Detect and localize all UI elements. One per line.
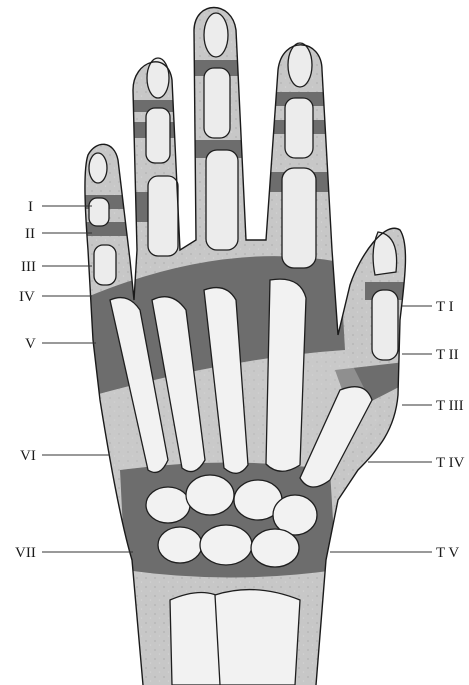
label-TII: T II (436, 347, 459, 363)
label-TV: T V (436, 545, 459, 561)
label-IV: IV (19, 289, 35, 305)
label-TI: T I (436, 299, 454, 315)
label-TIII: T III (436, 398, 464, 414)
label-V: V (25, 336, 36, 352)
label-III: III (21, 259, 36, 275)
label-VII: VII (15, 545, 36, 561)
label-II: II (25, 226, 35, 242)
label-TIV: T IV (436, 455, 465, 471)
left-labels: I II III IV V VI VII (15, 199, 36, 561)
right-labels: T I T II T III T IV T V (436, 299, 465, 561)
label-VI: VI (20, 448, 36, 464)
label-I: I (28, 199, 33, 215)
